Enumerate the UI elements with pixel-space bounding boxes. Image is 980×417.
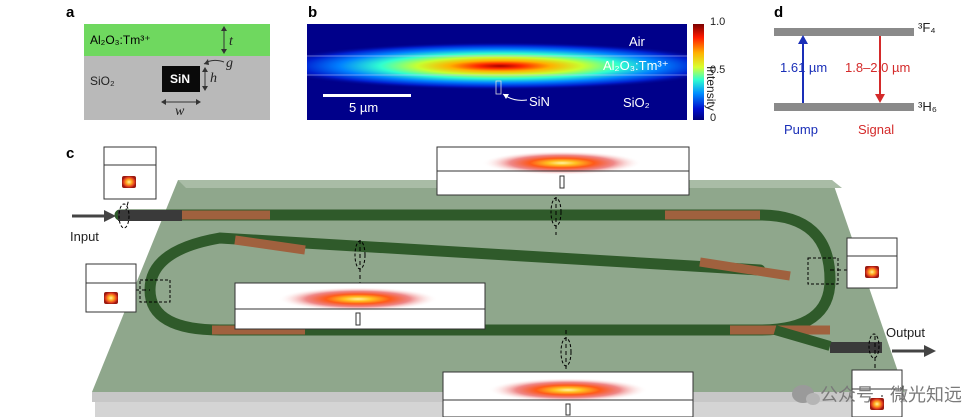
panel-label-c: c xyxy=(66,145,75,162)
sin-label-b: SiN xyxy=(529,94,550,109)
substrate-label: SiO₂ xyxy=(90,74,115,88)
substrate-label-b: SiO₂ xyxy=(623,95,650,110)
mode-callout-bottom xyxy=(442,371,694,417)
sin-core xyxy=(162,66,200,92)
output-coupler xyxy=(830,342,882,353)
mode-callout-top xyxy=(436,146,690,196)
mode-intensity-map xyxy=(307,24,687,120)
output-label: Output xyxy=(886,325,926,340)
signal-label: Signal xyxy=(858,122,895,137)
film-layer xyxy=(84,24,270,56)
panel-label-d: d xyxy=(774,4,784,21)
watermark-text: 公众号 · 微光知远 xyxy=(820,385,962,405)
colorbar-tick-min: 0 xyxy=(710,112,717,124)
scale-bar xyxy=(323,94,411,97)
left-mode-callout xyxy=(85,263,137,313)
energy-level-diagram xyxy=(774,28,914,111)
chip-top-surface xyxy=(92,180,905,392)
colorbar-label: Intensity xyxy=(704,66,718,111)
colorbar xyxy=(693,24,704,120)
lower-level-label: ³H₆ xyxy=(918,99,937,114)
colorbar-tick-max: 1.0 xyxy=(710,16,726,28)
mode-callout-middle xyxy=(234,282,486,330)
pump-wavelength: 1.61 µm xyxy=(780,60,828,75)
taper-segment xyxy=(699,257,791,281)
air-label: Air xyxy=(629,34,645,49)
upper-level-bar xyxy=(774,28,914,36)
input-mode-callout xyxy=(103,146,157,200)
output-mode-callout xyxy=(851,369,903,417)
dim-g-label: g xyxy=(226,56,233,71)
dim-w-label: w xyxy=(175,104,185,119)
signal-wavelength: 1.8–2.0 µm xyxy=(845,60,911,75)
film-label: Al₂O₃:Tm³⁺ xyxy=(90,33,151,47)
dim-t-label: t xyxy=(229,34,233,49)
pump-label: Pump xyxy=(784,122,818,137)
upper-level-label: ³F₄ xyxy=(918,20,936,35)
wechat-icon xyxy=(792,385,820,405)
film-label-b: Al₂O₃:Tm³⁺ xyxy=(603,58,669,73)
input-label: Input xyxy=(70,229,99,244)
lower-level-bar xyxy=(774,103,914,111)
colorbar-tick-mid: 0.5 xyxy=(710,64,726,76)
dim-h-label: h xyxy=(210,71,217,86)
panel-label-a: a xyxy=(66,4,75,21)
core-label: SiN xyxy=(170,72,191,86)
input-coupler xyxy=(118,210,182,221)
watermark: 公众号 · 微光知远 xyxy=(792,381,962,407)
panel-c-device-schematic xyxy=(72,146,936,417)
panel-a-cross-section: Al₂O₃:Tm³⁺ SiO₂ SiN t g h w xyxy=(84,24,270,120)
right-mode-callout xyxy=(846,237,898,289)
panel-b-mode-profile: Air Al₂O₃:Tm³⁺ SiN SiO₂ 5 µm xyxy=(307,24,687,120)
scale-bar-label: 5 µm xyxy=(349,100,379,115)
panel-a-dimensions xyxy=(161,26,227,105)
taper-segment xyxy=(234,235,306,255)
panel-label-b: b xyxy=(308,4,318,21)
